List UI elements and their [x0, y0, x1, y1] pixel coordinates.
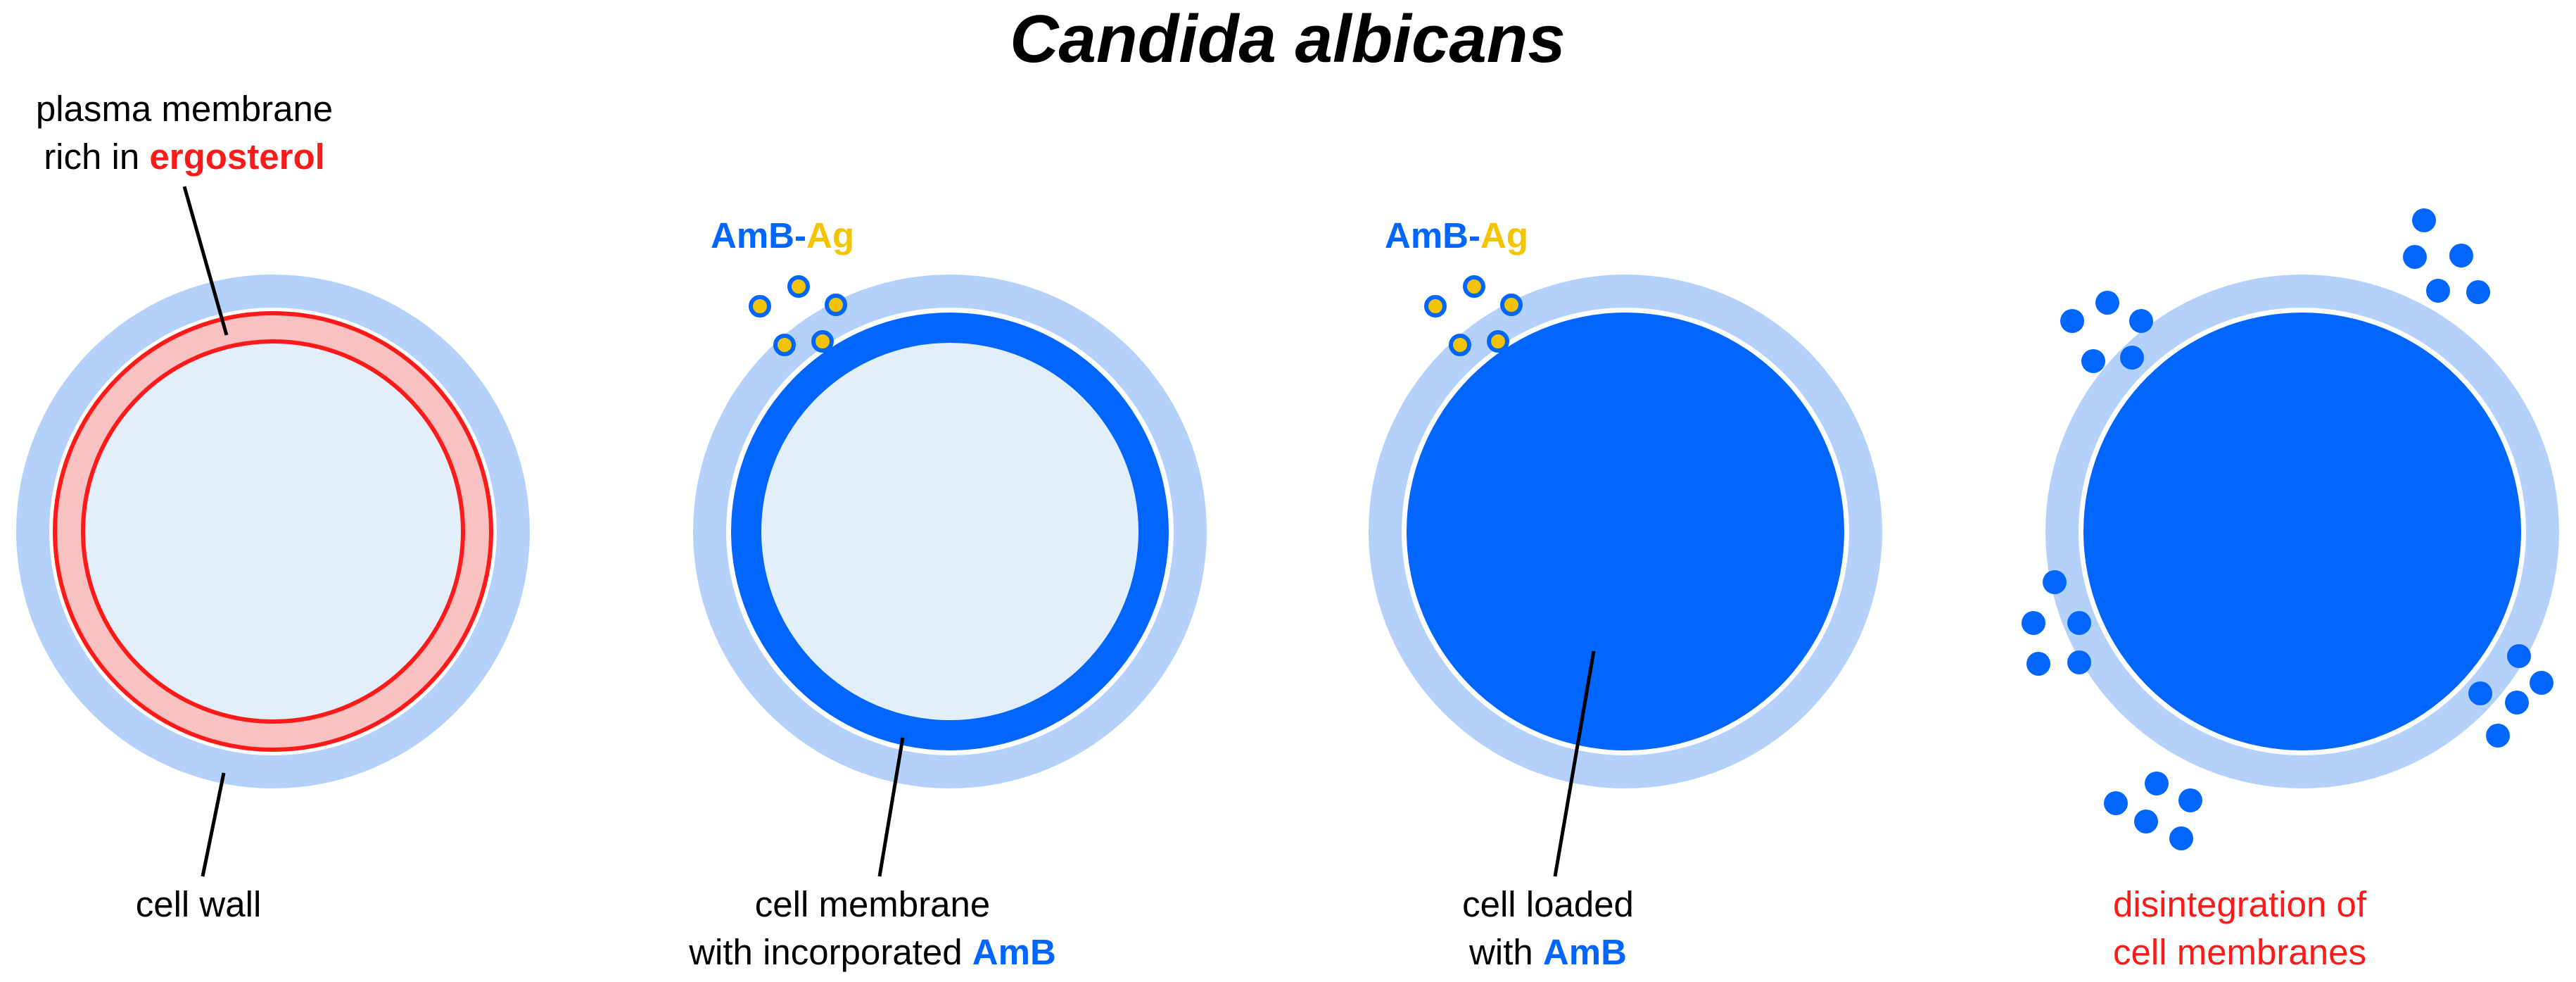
nanoparticle: [825, 294, 847, 316]
nanoparticle: [1424, 295, 1447, 317]
cell-membranes-label: cell membranes: [2113, 932, 2366, 972]
cell-loaded-label: cell loaded: [1462, 884, 1634, 924]
nanoparticle: [811, 330, 834, 353]
amb-ag-label: AmB-Ag: [711, 215, 854, 256]
fragment: [2505, 691, 2529, 715]
fragment: [2026, 652, 2050, 676]
nanoparticle: [1500, 294, 1523, 316]
nanoparticle: [1487, 330, 1509, 353]
released-amb-fragments: [2022, 208, 2553, 850]
fragment: [2095, 291, 2119, 315]
panel-disintegration: disintegration of cell membranes: [2022, 208, 2559, 972]
fragment: [2468, 681, 2492, 705]
amb-ag-label: AmB-Ag: [1385, 215, 1528, 256]
nanoparticle: [773, 334, 796, 356]
fragment: [2530, 671, 2553, 695]
fragment: [2067, 611, 2091, 635]
fragment: [2178, 788, 2202, 812]
fragment: [2412, 208, 2436, 232]
cell-wall-pointer: [201, 772, 226, 877]
fragment: [2043, 570, 2067, 594]
nanoparticle: [749, 295, 771, 317]
cytoplasm-pointer: [1553, 650, 1596, 877]
diagram-title: Candida albicans: [1010, 1, 1566, 77]
fragment: [2426, 279, 2450, 303]
ergosterol-label: rich in ergosterol: [44, 137, 325, 177]
fragment: [2403, 245, 2427, 269]
cell-membrane-label: cell membrane: [755, 884, 990, 924]
amb-ag-nanoparticles: [1424, 275, 1523, 356]
amb-filled-cytoplasm: [2083, 313, 2521, 750]
fragment: [2145, 772, 2169, 795]
amb-ag-nanoparticles: [749, 275, 847, 356]
incorporated-amb-label: with incorporated AmB: [688, 932, 1056, 972]
cell-wall-label: cell wall: [136, 884, 262, 924]
fragment: [2129, 309, 2153, 333]
plasma-membrane-pointer: [182, 186, 229, 336]
cytoplasm: [81, 339, 465, 724]
nanoparticle: [1449, 334, 1471, 356]
fragment: [2169, 826, 2193, 850]
membrane-pointer: [877, 737, 905, 877]
fragment: [2081, 349, 2105, 373]
fragment: [2449, 244, 2473, 267]
fragment: [2486, 724, 2510, 748]
fragment: [2022, 611, 2045, 635]
panel-amb-incorporated: AmB-Ag cell membrane with incorporated A…: [688, 215, 1207, 972]
disintegration-label: disintegration of: [2113, 884, 2367, 924]
fragment: [2060, 309, 2084, 333]
amb-filled-cytoplasm: [1407, 313, 1844, 750]
fragment: [2507, 644, 2531, 668]
nanoparticle: [1463, 275, 1485, 298]
with-amb-label: with AmB: [1468, 932, 1627, 972]
plasma-membrane-label: plasma membrane: [36, 89, 333, 129]
fragment: [2104, 791, 2128, 815]
fragment: [2466, 280, 2490, 304]
nanoparticle: [787, 275, 810, 298]
fragment: [2120, 346, 2144, 370]
cytoplasm: [761, 343, 1138, 720]
fragment: [2067, 650, 2091, 674]
panel-untreated-cell: plasma membrane rich in ergosterol cell …: [16, 89, 530, 924]
panel-amb-loaded: AmB-Ag cell loaded with AmB: [1369, 215, 1882, 972]
fragment: [2134, 810, 2158, 833]
